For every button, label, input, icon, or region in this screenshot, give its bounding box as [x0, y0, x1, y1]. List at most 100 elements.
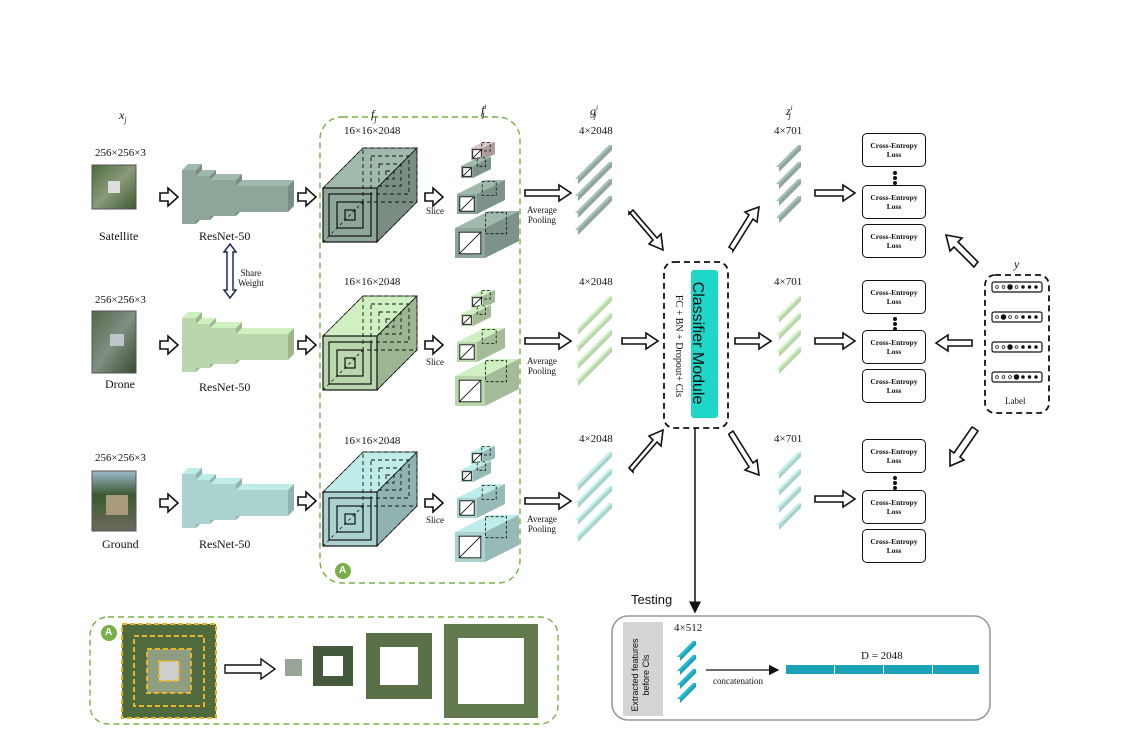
concat-label: concatenation — [713, 676, 763, 686]
input-arrows — [159, 186, 180, 514]
testing-side-panel — [623, 622, 663, 716]
slice-label-3: Slice — [426, 515, 444, 525]
pooled-feature-bar — [575, 330, 612, 369]
pooled-feature-bar — [575, 196, 612, 235]
satellite-size: 256×256×3 — [95, 147, 146, 159]
resnet-block — [182, 164, 294, 224]
loss-box: Cross-Entropy Loss — [862, 280, 926, 314]
zoom-part-2 — [313, 646, 353, 686]
classifier-output-arrows — [727, 205, 773, 477]
slice-label-2: Slice — [426, 357, 444, 367]
output-size-3: 4×701 — [774, 433, 803, 445]
feature-size-2: 16×16×2048 — [344, 276, 401, 288]
pooled-feature-bar — [575, 347, 612, 386]
z-label: zij — [786, 104, 793, 121]
pooling-arrows — [524, 183, 573, 511]
test-feature-bar — [677, 683, 696, 703]
pooled-size-3: 4×2048 — [579, 433, 613, 445]
label-arrows — [934, 233, 980, 468]
loss-arrows — [814, 183, 857, 509]
feature-cube — [322, 147, 418, 243]
ground-name: Ground — [102, 537, 139, 551]
output-logit-bar — [776, 486, 801, 513]
testing-size: 4×512 — [674, 622, 703, 634]
ellipsis-dots — [893, 317, 897, 332]
badge-a — [335, 563, 351, 579]
output-logit-bar — [776, 347, 801, 374]
pooled-size-1: 4×2048 — [579, 125, 613, 137]
feature-panel — [319, 116, 521, 584]
zoom-arrow — [224, 657, 277, 681]
label-vector — [991, 311, 1043, 323]
pooled-feature-bar — [575, 296, 612, 335]
classifier-input-arrows — [621, 208, 664, 474]
loss-box: Cross-Entropy Loss — [862, 224, 926, 258]
label-vector — [991, 281, 1043, 293]
label-caption: Label — [1005, 396, 1026, 406]
output-logit-bar — [776, 296, 801, 323]
loss-box: Cross-Entropy Loss — [862, 529, 926, 563]
pooled-feature-bar — [575, 469, 612, 508]
fi-label: fij — [481, 103, 487, 120]
slice-label-1: Slice — [426, 206, 444, 216]
classifier-subtitle: FC + BN + Dropout+ Cls — [673, 294, 684, 398]
label-vector — [991, 341, 1043, 353]
resnet-label-3: ResNet-50 — [199, 537, 251, 551]
loss-box: Cross-Entropy Loss — [862, 490, 926, 524]
badge-a-text: A — [339, 565, 347, 576]
feature-size-3: 16×16×2048 — [344, 435, 401, 447]
resnet-label-1: ResNet-50 — [199, 229, 251, 243]
feature-cube — [322, 451, 418, 547]
pooled-feature-bar — [575, 145, 612, 184]
y-label: y — [1014, 257, 1020, 271]
loss-box: Cross-Entropy Loss — [862, 133, 926, 167]
x-label: xj — [119, 108, 127, 125]
pooled-size-2: 4×2048 — [579, 276, 613, 288]
pooled-feature-bar — [575, 452, 612, 491]
concatenated-feature-bar — [786, 665, 979, 674]
output-logit-bar — [776, 313, 801, 340]
output-logit-bar — [776, 162, 801, 189]
test-feature-bar — [677, 655, 696, 675]
zoom-badge-a-text: A — [105, 627, 113, 638]
zoom-part-3 — [366, 633, 432, 699]
g-label: gij — [590, 104, 598, 121]
avg-pool-label-3: Average Pooling — [527, 514, 557, 534]
avg-pool-label-1: Average Pooling — [527, 205, 557, 225]
testing-title: Testing — [631, 592, 673, 607]
output-logit-bar — [776, 503, 801, 530]
feature-cube — [322, 295, 418, 391]
output-logit-bar — [776, 469, 801, 496]
feature-size-1: 16×16×2048 — [344, 125, 401, 137]
pooled-feature-bar — [575, 162, 612, 201]
loss-box: Cross-Entropy Loss — [862, 330, 926, 364]
testing-side-label: Extracted features before Cls — [630, 638, 651, 712]
dim-label: D = 2048 — [861, 650, 903, 662]
ellipsis-dots — [893, 476, 897, 491]
slice-stack — [455, 142, 519, 258]
share-weight-label: Share Weight — [238, 268, 264, 288]
slice-stack — [455, 290, 519, 406]
slice-arrows — [424, 186, 445, 514]
loss-box: Cross-Entropy Loss — [862, 185, 926, 219]
slice-stack — [455, 446, 519, 562]
zoom-part-1 — [285, 659, 302, 676]
zoom-badge-a — [101, 625, 117, 641]
output-logit-bar — [776, 179, 801, 206]
output-size-2: 4×701 — [774, 276, 803, 288]
satellite-name: Satellite — [99, 229, 139, 243]
pooled-feature-bar — [575, 503, 612, 542]
resnet-to-feature-arrows — [297, 186, 318, 512]
zoom-part-4 — [444, 624, 538, 718]
pooled-feature-bar — [575, 486, 612, 525]
loss-box: Cross-Entropy Loss — [862, 439, 926, 473]
output-logit-bar — [776, 452, 801, 479]
output-logit-bar — [776, 145, 801, 172]
ellipsis-dots — [893, 171, 897, 186]
classifier-accent — [691, 270, 718, 418]
drone-image — [91, 310, 137, 374]
f-label: fj — [371, 107, 377, 124]
resnet-label-2: ResNet-50 — [199, 380, 251, 394]
test-feature-bar — [677, 641, 696, 661]
